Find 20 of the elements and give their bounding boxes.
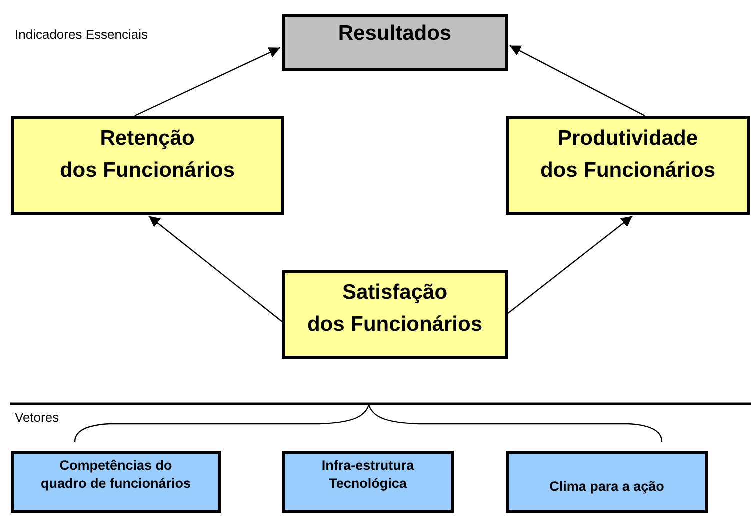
section-heading: Vetores (15, 410, 60, 425)
result-box (282, 14, 508, 71)
section-heading: Indicadores Essenciais (15, 27, 148, 42)
driver-box (506, 451, 708, 513)
box-label: Infra-estrutura Tecnológica (320, 457, 416, 494)
arrow (134, 47, 280, 117)
arrow (508, 216, 633, 314)
driver-box (282, 451, 454, 513)
box-label: Satisfação dos Funcionários (306, 280, 484, 338)
box-label: Resultados (337, 21, 453, 47)
arrow (148, 216, 282, 322)
box-label: Retenção dos Funcionários (58, 126, 236, 184)
indicator-box (282, 270, 508, 359)
indicator-box (11, 116, 284, 215)
indicator-box (506, 116, 750, 215)
box-label: Competências do quadro de funcionários (40, 457, 192, 494)
box-label: Clima para a ação (548, 478, 666, 496)
box-label: Produtividade dos Funcionários (539, 126, 716, 184)
driver-box (11, 451, 221, 513)
arrow (510, 45, 646, 117)
